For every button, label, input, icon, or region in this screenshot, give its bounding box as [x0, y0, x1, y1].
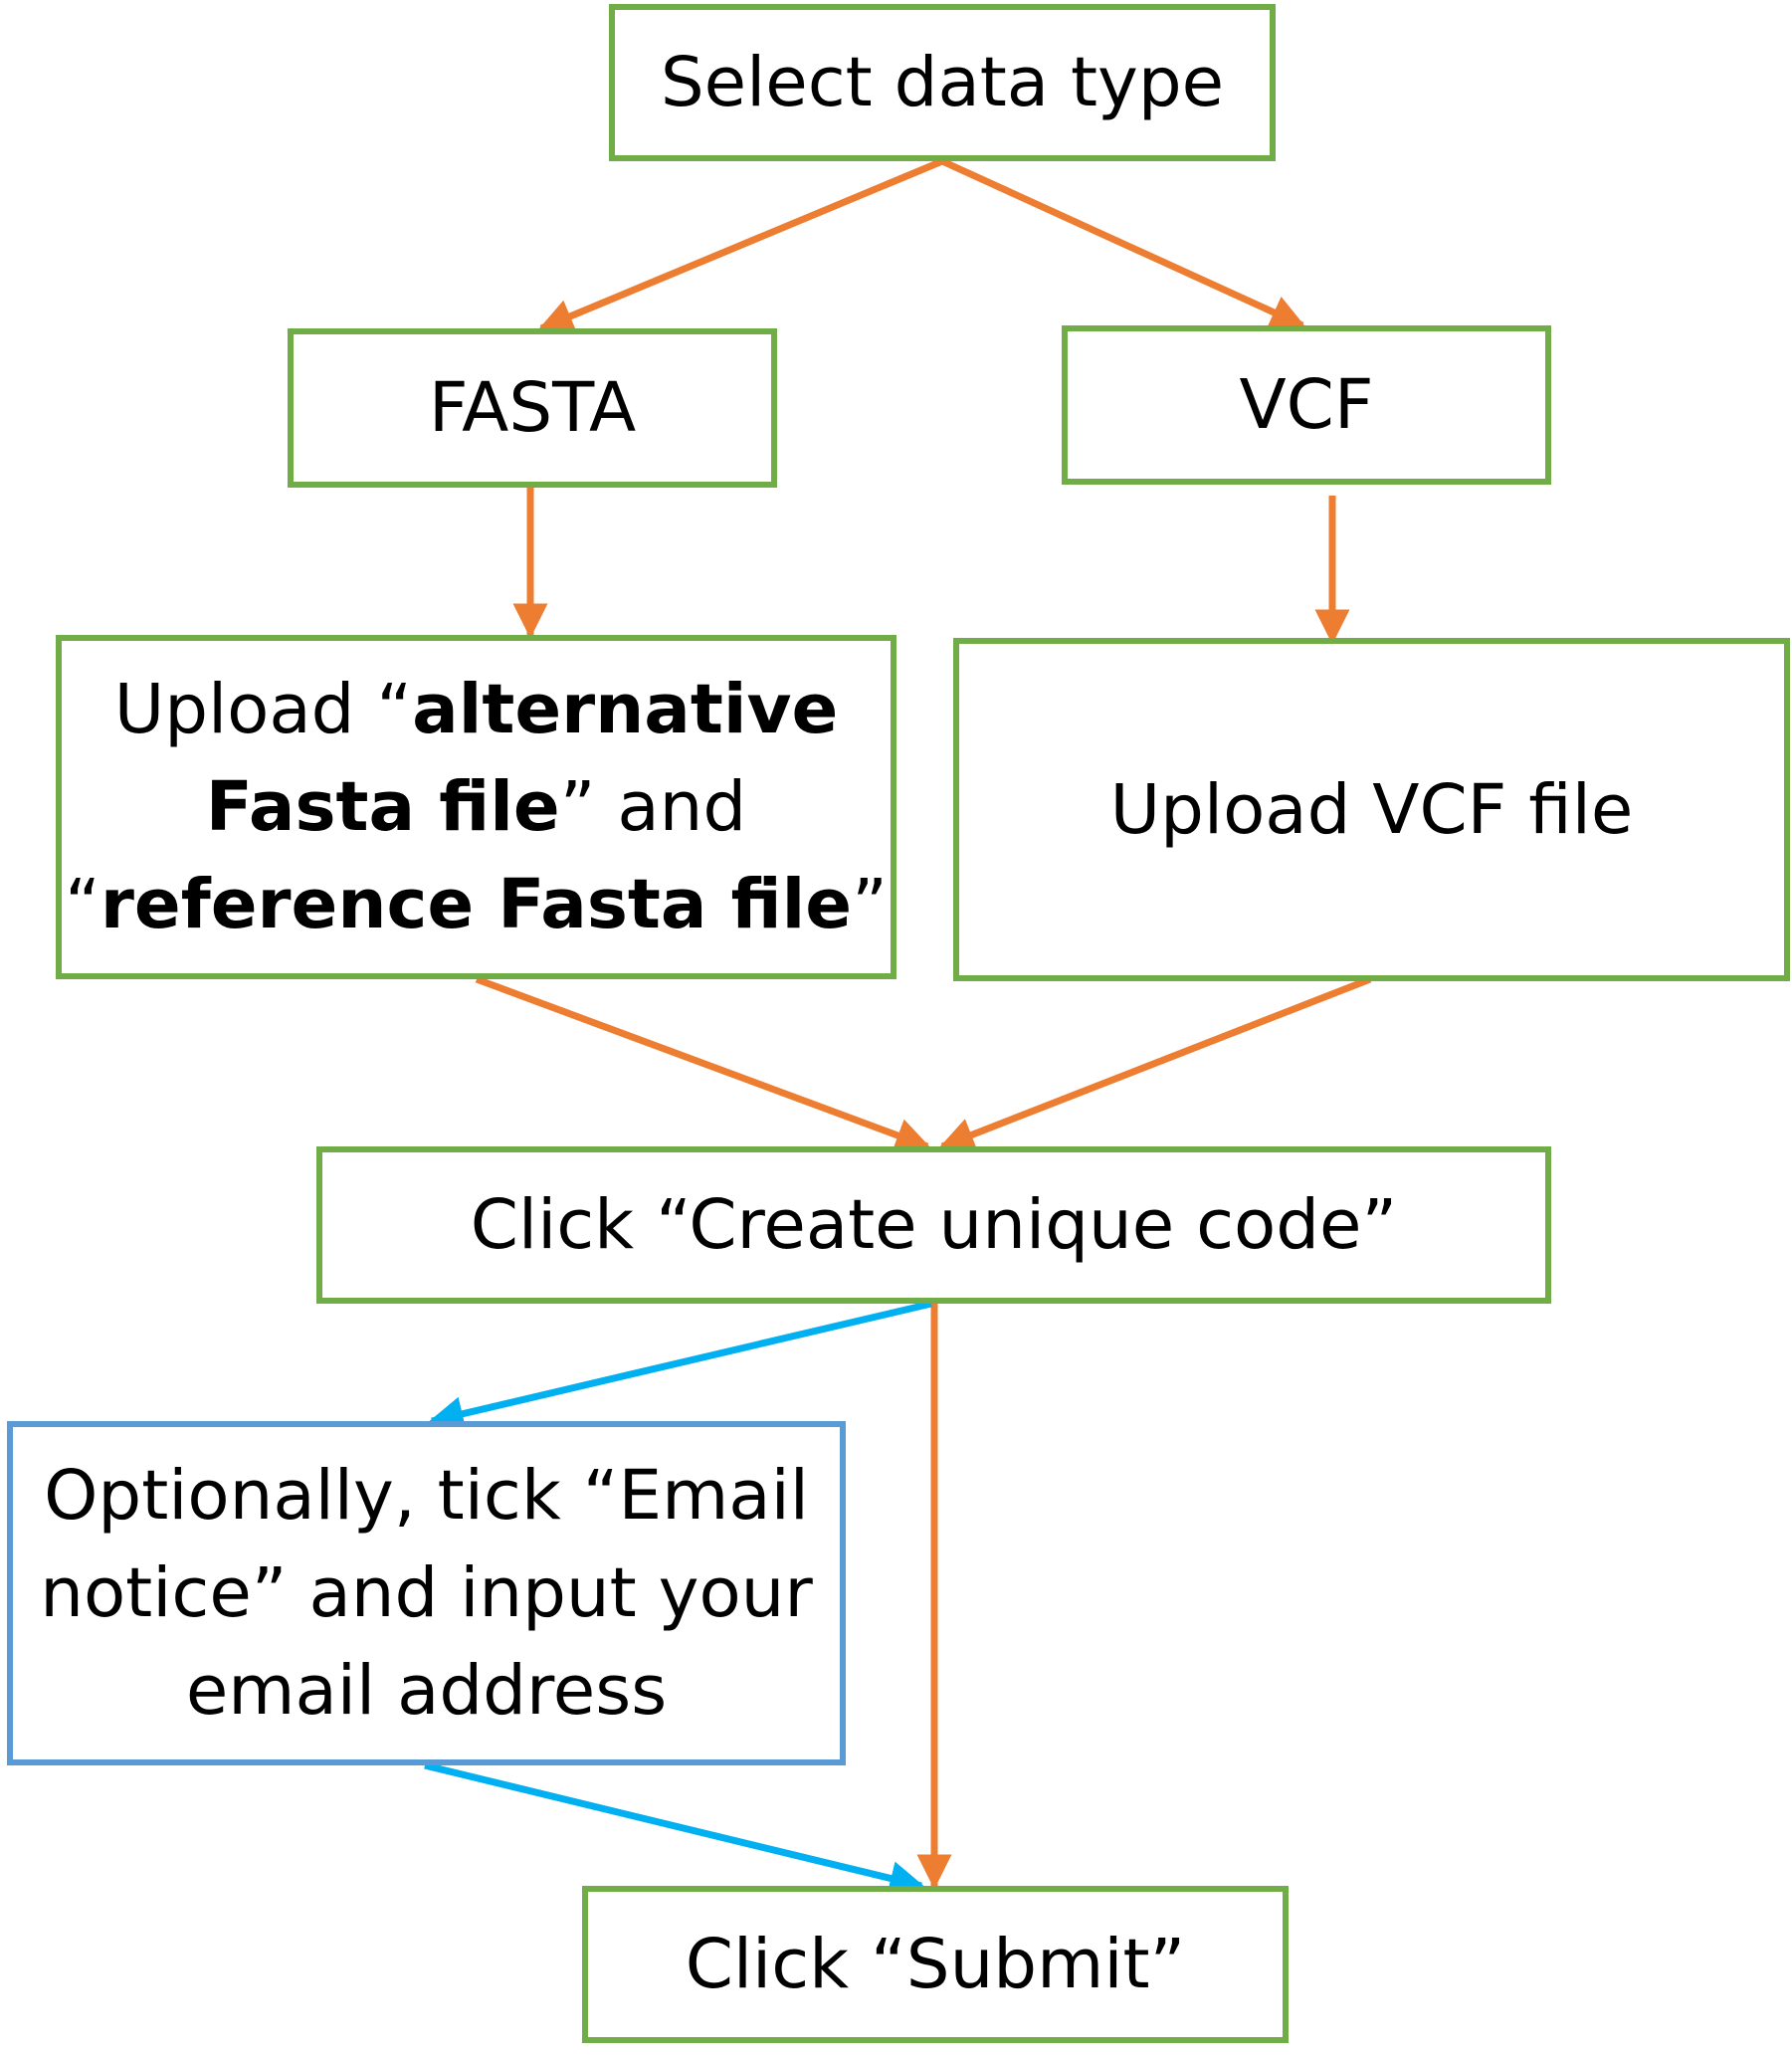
upload-fasta-node: Upload “alternative Fasta file” and “ref… — [56, 635, 896, 979]
create-code-node: Click “Create unique code” — [316, 1146, 1551, 1304]
arrow-email-to-submit — [424, 1761, 925, 1896]
select-data-type-label: Select data type — [660, 43, 1225, 122]
upload-fasta-line-2: Fasta file” and — [205, 767, 747, 847]
upload-fasta-line-3: “reference Fasta file” — [65, 865, 888, 944]
email-notice-line-2: notice” and input your — [40, 1553, 813, 1633]
vcf-node: VCF — [1062, 325, 1551, 485]
arrow-select-to-fasta — [537, 157, 944, 333]
email-notice-line-1: Optionally, tick “Email — [44, 1456, 809, 1536]
fasta-node: FASTA — [288, 328, 777, 488]
email-notice-line-3: email address — [185, 1651, 668, 1731]
arrow-create-code-to-email — [428, 1300, 932, 1431]
email-notice-node: Optionally, tick “Email notice” and inpu… — [7, 1421, 846, 1765]
submit-label: Click “Submit” — [685, 1925, 1186, 2004]
fasta-label: FASTA — [428, 368, 637, 448]
arrow-upload-vcf-to-create-code — [938, 975, 1372, 1151]
create-code-label: Click “Create unique code” — [470, 1185, 1398, 1265]
upload-fasta-line-1: Upload “alternative — [113, 670, 839, 749]
vcf-label: VCF — [1239, 365, 1374, 445]
upload-vcf-node: Upload VCF file — [953, 638, 1790, 981]
submit-node: Click “Submit” — [582, 1886, 1289, 2043]
arrow-upload-fasta-to-create-code — [475, 975, 931, 1152]
arrow-select-to-vcf — [940, 157, 1306, 329]
select-data-type-node: Select data type — [609, 4, 1276, 161]
upload-vcf-label: Upload VCF file — [1109, 769, 1634, 850]
